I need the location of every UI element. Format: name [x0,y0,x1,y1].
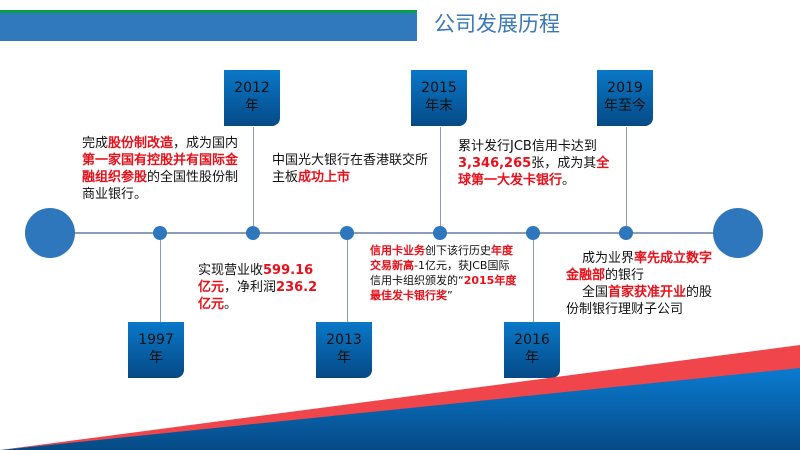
blue-stripe [0,368,800,450]
timeline-dot-2019 [619,226,633,240]
timeline-dot-2016 [526,226,540,240]
page-title: 公司发展历程 [434,12,560,36]
connector-2013 [347,240,348,322]
event-2019-text: 成为业界率先成立数字金融部的银行全国首家获准开业的股份制银行理财子公司 [566,251,713,317]
timeline-dot-2013 [340,226,354,240]
timeline-axis [50,232,740,234]
event-1997-text: 完成股份制改造，成为国内第一家国有控股并有国际金融组织参股的全国性股份制商业银行… [82,136,239,202]
timeline-dot-2015 [433,226,447,240]
red-stripe [0,345,800,450]
connector-1997 [160,240,161,322]
header-bar [0,10,417,41]
connector-2015 [440,127,441,226]
timeline-end-circle [713,208,763,258]
event-2016-text: 信用卡业务创下该行历史年度交易新高-1亿元，获JCB国际信用卡组织颁发的“201… [370,244,517,302]
connector-2019 [626,127,627,226]
event-2013-text: 实现营业收599.16亿元，净利润236.2亿元。 [198,263,318,312]
timeline-dot-1997 [153,226,167,240]
event-2015-text: 累计发行JCB信用卡达到3,346,265张，成为其全球第一大发卡银行。 [458,139,610,188]
connector-2016 [533,240,534,322]
connector-2012 [253,127,254,226]
event-2012-text: 中国光大银行在香港联交所主板成功上市 [272,153,429,185]
timeline-dot-2012 [246,226,260,240]
timeline-start-circle [25,208,75,258]
